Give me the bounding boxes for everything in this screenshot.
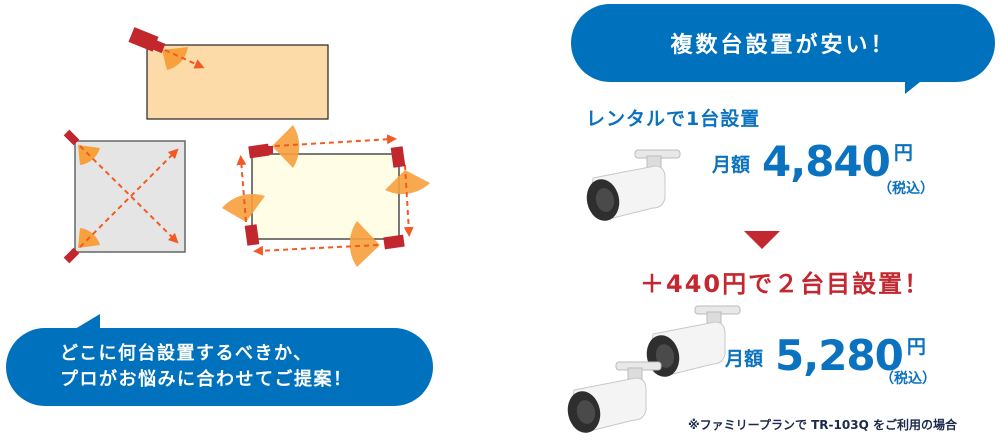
tax-included-note: （税込） [880, 371, 936, 387]
room-one-camera [128, 27, 329, 120]
proposal-speech-bubble: どこに何台設置するべきか、 プロがお悩みに合わせてご提案！ [6, 328, 433, 406]
security-camera-image [567, 361, 662, 433]
yen-unit: 円 [906, 336, 926, 358]
camera-icon [248, 143, 273, 159]
camera-icon [63, 247, 80, 264]
second-camera-heading: ＋440円で２台目設置！ [640, 270, 931, 298]
down-triangle-icon [744, 231, 780, 249]
price-value: 4,840 [762, 137, 891, 186]
room-two-cameras [63, 129, 186, 264]
camera-placement-diagram [63, 27, 430, 267]
headline-text: 複数台設置が安い！ [670, 33, 896, 58]
single-install-heading: レンタルで1台設置 [586, 108, 761, 130]
camera-icon [63, 129, 80, 146]
monthly-label: 月額 [725, 348, 764, 370]
tax-included-note: （税込） [878, 181, 934, 197]
bubble-line-1: どこに何台設置するべきか、 [60, 343, 313, 364]
security-camera-image [586, 149, 681, 221]
footnote: ※ファミリープランで TR-103Q をご利用の場合 [688, 418, 957, 432]
camera-icon [390, 146, 406, 168]
camera-icon [128, 27, 166, 54]
bubble-line-2: プロがお悩みに合わせてご提案！ [60, 369, 353, 390]
speech-bubble-tail [70, 314, 100, 332]
room-four-cameras [222, 125, 430, 267]
camera-icon [244, 224, 260, 246]
yen-unit: 円 [893, 142, 913, 164]
headline-speech-bubble: 複数台設置が安い！ [571, 4, 995, 82]
camera-icon [383, 234, 405, 250]
price-value: 5,280 [775, 331, 904, 380]
single-price: 月額 4,840 円 [712, 138, 913, 185]
monthly-label: 月額 [712, 154, 751, 176]
double-price: 月額 5,280 円 [725, 332, 926, 379]
